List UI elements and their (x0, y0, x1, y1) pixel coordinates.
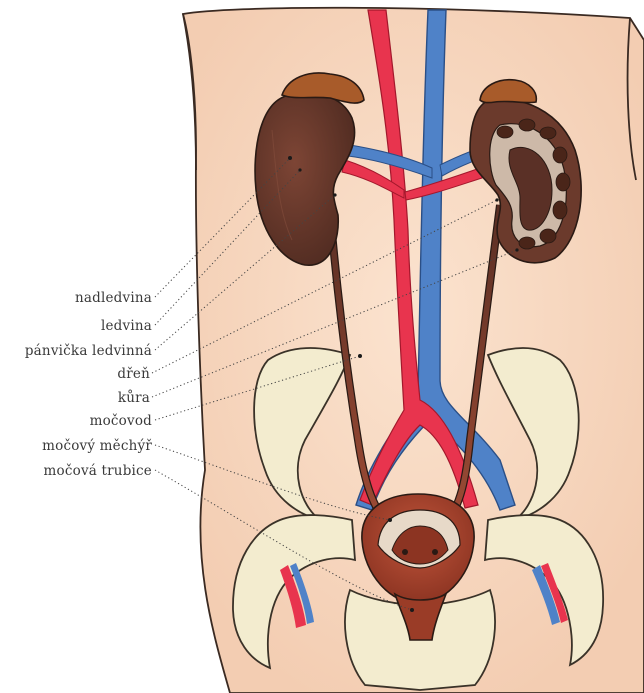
label-dren: dřeň (117, 366, 150, 382)
label-ledvina: ledvina (101, 318, 152, 334)
label-mocova-trubice: močová trubice (44, 463, 152, 479)
label-nadledvina: nadledvina (75, 290, 152, 306)
labels: nadledvina ledvina pánvička ledvinná dře… (25, 290, 153, 479)
label-mocovy-mechyr: močový měchýř (42, 438, 152, 454)
label-panvicka-ledvinna: pánvička ledvinná (25, 343, 152, 359)
label-kura: kůra (118, 390, 150, 406)
label-mocovod: močovod (90, 413, 153, 429)
